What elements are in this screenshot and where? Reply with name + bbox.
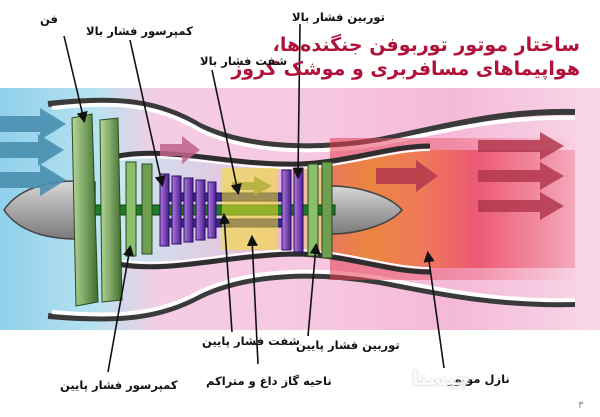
label-lp-compressor: کمپرسور فشار پایین xyxy=(60,378,178,392)
lp-turbine-blades xyxy=(307,161,333,259)
leader-lines xyxy=(63,23,445,373)
label-nozzle: نازل موتور xyxy=(448,372,510,386)
tail-cone xyxy=(329,185,403,235)
label-hp-shaft: شفت فشار بالا xyxy=(200,54,288,68)
watermark-logo: چیستا xyxy=(412,366,471,390)
intake-arrows xyxy=(0,108,66,196)
exhaust-arrows xyxy=(376,132,564,220)
core-arrow xyxy=(232,176,272,196)
nacelle-top xyxy=(47,97,576,150)
core-casing-bottom xyxy=(117,251,431,275)
bypass-arrow xyxy=(160,136,200,164)
label-lp-turbine: توربین فشار پایین xyxy=(296,338,400,352)
label-hp-compressor: کمپرسور فشار بالا xyxy=(86,24,193,38)
lp-compressor-blades xyxy=(125,161,153,257)
label-combustor: ناحیه گاز داغ و متراکم xyxy=(206,374,332,388)
diagram-title-line2: هواپیماهای مسافربری و موشک کروز xyxy=(231,58,580,80)
diagram-title-line1: ساختار موتور توربوفن جنگنده‌ها، xyxy=(272,34,580,56)
hp-compressor-blades xyxy=(159,173,217,247)
label-lp-shaft: شفت فشار پایین xyxy=(202,334,300,348)
label-hp-turbine: توربین فشار بالا xyxy=(292,10,385,24)
fan-blades xyxy=(71,113,123,307)
label-fan: فن xyxy=(40,12,58,26)
nacelle-bottom xyxy=(47,272,576,322)
combustion-zone xyxy=(222,168,278,250)
watermark-corner: ۳ xyxy=(578,400,584,411)
